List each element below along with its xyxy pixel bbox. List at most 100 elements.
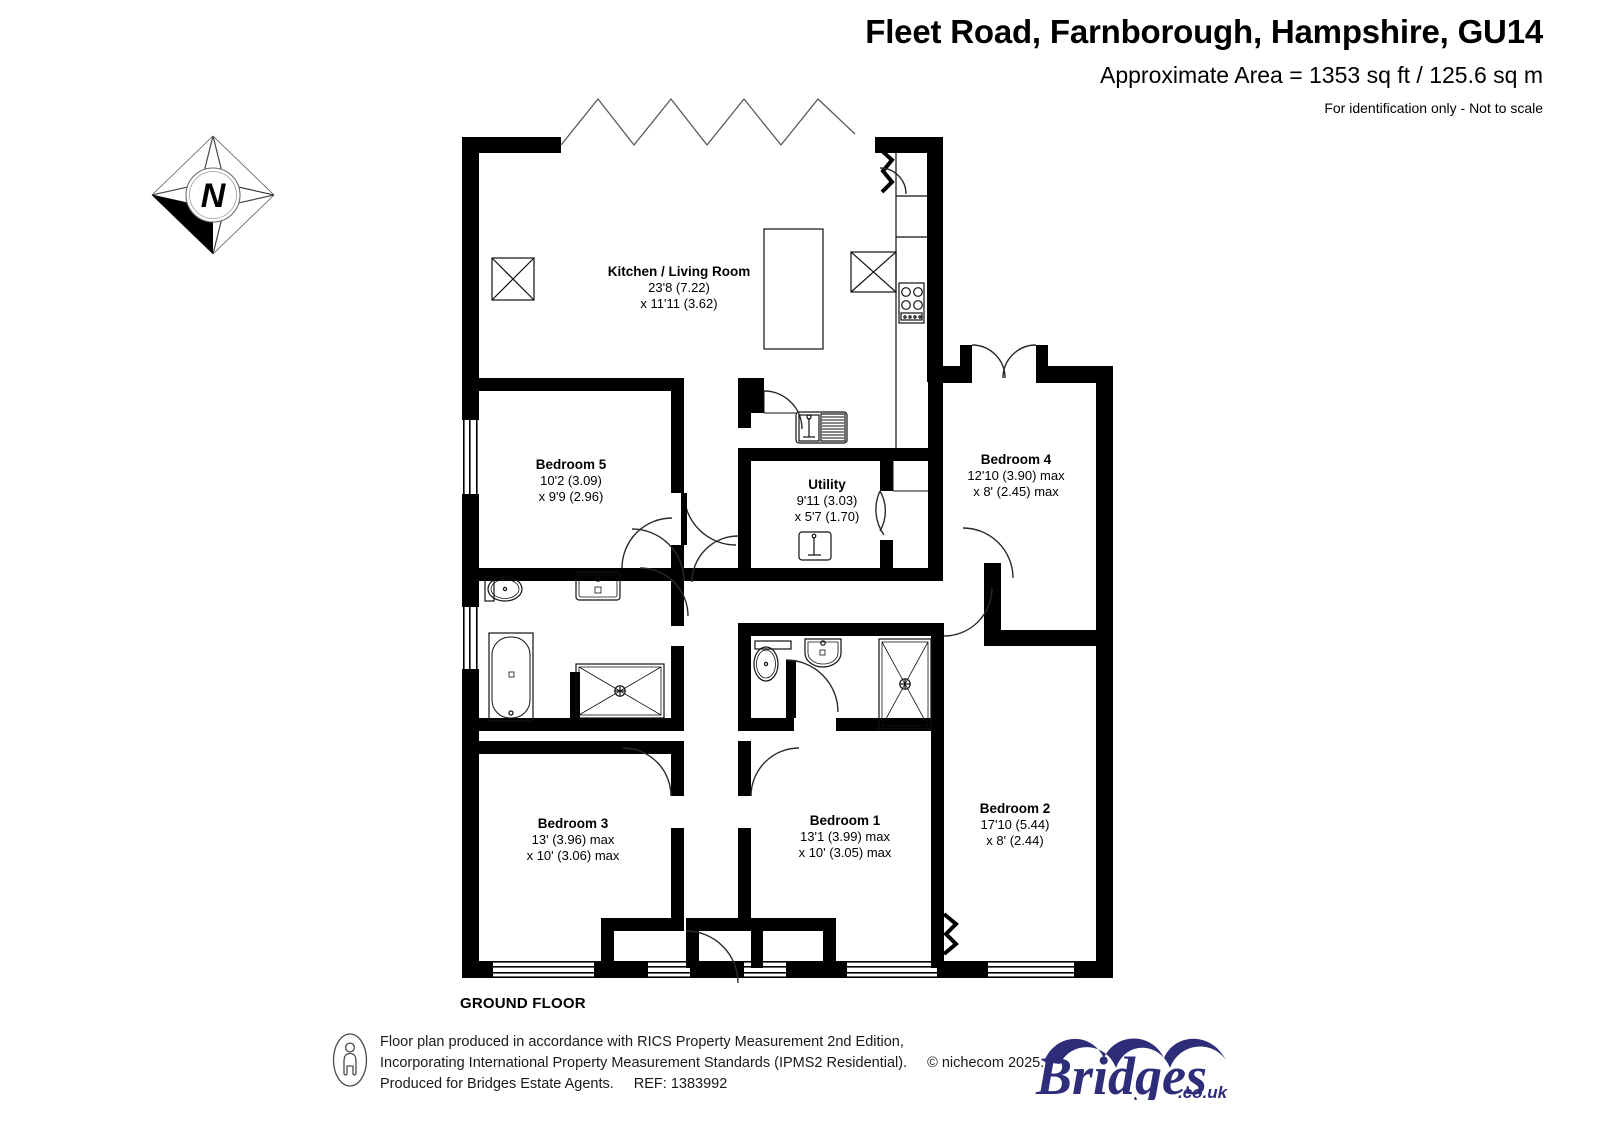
window-bed5 <box>462 420 479 494</box>
compass-north-label: N <box>201 177 227 215</box>
door-jog-bed2 <box>942 912 959 956</box>
door-swing-ensuite-hall <box>943 587 993 637</box>
footer-line-1: Floor plan produced in accordance with R… <box>380 1034 904 1050</box>
wall-bed1-left-lower <box>738 828 751 918</box>
room-label-bedroom-3: Bedroom 3 13' (3.96) max x 10' (3.06) ma… <box>527 816 620 863</box>
wall-bed1-right-bottom <box>823 918 836 968</box>
wall-utility-top <box>738 448 928 461</box>
fixtures-group <box>484 153 932 730</box>
fixture-wc-main <box>487 576 523 602</box>
door-swing-kitchen-top <box>879 167 907 195</box>
window-bathroom <box>462 607 479 669</box>
fixture-shower-ensuite <box>878 638 932 730</box>
wall-bed3-bottom-jog <box>601 918 684 931</box>
room-label-bedroom-1: Bedroom 1 13'1 (3.99) max x 10' (3.05) m… <box>799 813 892 860</box>
fixture-bath <box>488 632 534 722</box>
wall-bed4-left <box>928 382 943 581</box>
wall-kitchen-right <box>927 137 943 382</box>
wall-outer-left <box>462 137 479 978</box>
wall-hall-right-bottom <box>686 918 699 968</box>
fixture-cabinet-right <box>850 251 897 293</box>
wall-bed4-top-left <box>943 366 970 383</box>
wall-bed4-bottom <box>1001 630 1097 646</box>
room-label-kitchen-living-room: Kitchen / Living Room 23'8 (7.22) x 11'1… <box>608 264 751 311</box>
wall-bed5-right-lower <box>671 545 684 581</box>
wall-bed3-top <box>479 741 684 754</box>
room-dim-1: 23'8 (7.22) <box>648 280 710 295</box>
wall-ensuite-left <box>738 636 751 731</box>
floor-level-caption: GROUND FLOOR <box>460 995 586 1012</box>
fixture-shower-main <box>575 663 665 719</box>
room-label-bedroom-2: Bedroom 2 17'10 (5.44) x 8' (2.44) <box>980 801 1051 848</box>
wall-outer-bottom <box>462 961 1113 978</box>
footer-ref: REF: 1383992 <box>633 1076 728 1093</box>
fixture-basin-main <box>575 571 621 601</box>
footer-line-3: Produced for Bridges Estate Agents. <box>380 1076 614 1093</box>
bridges-domain: .co.uk <box>1178 1083 1229 1100</box>
wall-ensuite-top <box>738 623 944 636</box>
door-swing-bed5-c <box>621 517 673 569</box>
fixture-kitchen-island <box>763 228 824 350</box>
room-label-utility: Utility 9'11 (3.03) x 5'7 (1.70) <box>795 477 860 524</box>
wall-kitchen-top-right <box>875 137 943 153</box>
fixture-hob <box>898 282 925 324</box>
disclaimer-text: For identification only - Not to scale <box>1324 100 1543 117</box>
wall-ensuite-wc-stub <box>786 660 796 718</box>
room-name: Bedroom 4 <box>981 452 1052 467</box>
door-swing-utility-right <box>879 490 887 532</box>
wall-bed4-top-right <box>1040 366 1112 383</box>
room-name: Bedroom 1 <box>810 813 881 828</box>
room-dim-2: x 10' (3.06) max <box>527 848 620 863</box>
wall-bed1-bottom-stub <box>751 918 836 931</box>
wall-hall-left-lower <box>738 455 751 581</box>
wall-bed3-right-upper <box>671 741 684 796</box>
window-hall-a <box>648 961 690 978</box>
fixture-utility-sink <box>798 531 832 561</box>
wall-hall-top-connector <box>684 568 738 581</box>
fixture-kitchen-sink-unit <box>795 411 848 444</box>
fixture-basin-ensuite <box>804 638 842 668</box>
walls-group <box>462 97 1113 978</box>
wall-kitchen-top-left <box>462 137 561 153</box>
compass-rose-icon: N <box>151 135 275 255</box>
wall-bed1-bed2-divider-lower <box>931 918 944 968</box>
fixture-kitchen-sink <box>798 414 820 442</box>
wall-utility-doorjamb <box>751 378 764 413</box>
wall-bed1-hall-jamb <box>751 918 763 968</box>
wall-bed4-left-jog <box>960 345 972 383</box>
footer-line-2: Incorporating International Property Mea… <box>380 1055 908 1072</box>
door-swing-utility-top <box>763 390 803 430</box>
door-swing-bed4-bottom <box>962 527 1014 579</box>
wall-bed1-bed2-divider <box>931 731 944 918</box>
door-swings-group <box>621 167 1037 984</box>
roof-zigzag-line <box>560 97 856 147</box>
room-name: Bedroom 2 <box>980 801 1051 816</box>
fixture-cabinet-left <box>491 257 535 301</box>
wall-bed3-right-lower <box>671 828 684 918</box>
room-dim-2: x 8' (2.45) max <box>973 484 1059 499</box>
door-swing-bed4-right <box>1002 344 1037 379</box>
room-name: Kitchen / Living Room <box>608 264 751 279</box>
door-swing-bed4-left <box>971 344 1006 379</box>
wall-bed4-right-jog <box>1036 345 1048 383</box>
plan-header: Fleet Road, Farnborough, Hampshire, GU14… <box>865 13 1543 117</box>
room-label-bedroom-5: Bedroom 5 10'2 (3.09) x 9'9 (2.96) <box>536 457 607 504</box>
wall-bed1-bottom-jog <box>686 918 751 931</box>
bridges-logo[interactable]: Bridges .co.uk <box>1030 1018 1252 1100</box>
room-dim-1: 13' (3.96) max <box>532 832 615 847</box>
window-hall-b <box>744 961 786 978</box>
room-dim-2: x 5'7 (1.70) <box>795 509 860 524</box>
plan-footer: Floor plan produced in accordance with R… <box>332 1032 1044 1095</box>
room-name: Bedroom 3 <box>538 816 609 831</box>
wall-hall-left-bottom <box>601 918 614 968</box>
approximate-area: Approximate Area = 1353 sq ft / 125.6 sq… <box>1099 62 1543 89</box>
wall-kitchen-bottom-right <box>738 378 754 391</box>
door-swing-bathroom <box>639 567 689 617</box>
wall-outer-right <box>1096 366 1113 978</box>
room-dim-2: x 10' (3.05) max <box>799 845 892 860</box>
room-dim-1: 17'10 (5.44) <box>981 817 1050 832</box>
wall-bed1-left-upper <box>738 741 751 796</box>
door-swing-bed3 <box>622 747 672 797</box>
wall-utility-bottom <box>738 568 928 581</box>
door-swing-bed5-b <box>631 528 685 582</box>
